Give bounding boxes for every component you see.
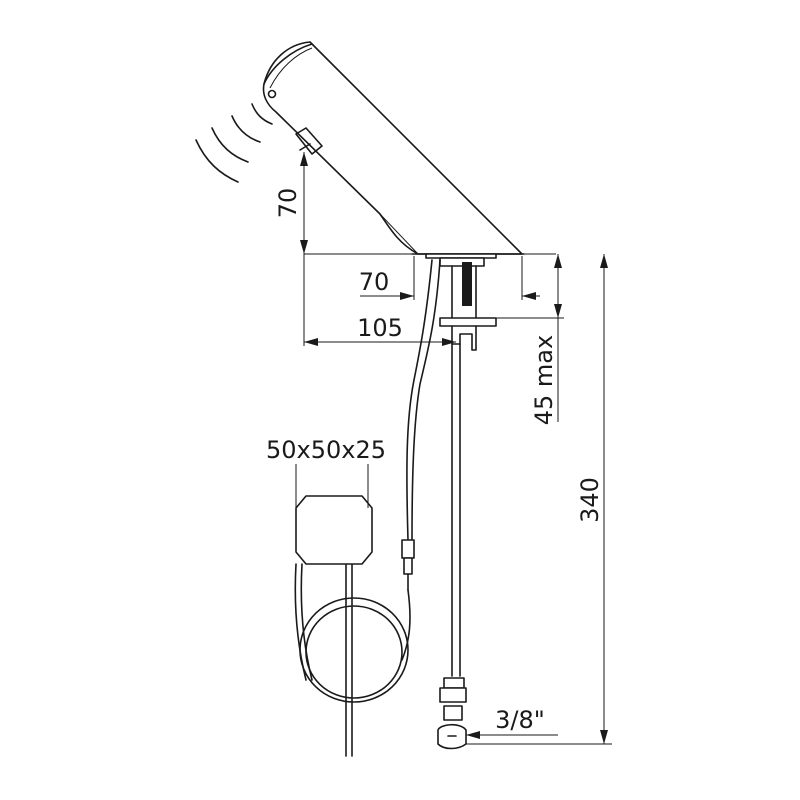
dimension-sensor-height: 70: [274, 152, 556, 346]
dimension-overall-reach: 105: [304, 314, 456, 346]
supply-hose: [437, 343, 467, 750]
label-spout-reach: 70: [359, 268, 390, 296]
control-box: [294, 495, 373, 681]
label-total-height: 340: [576, 477, 604, 523]
dimension-box-size: 50x50x25: [266, 436, 386, 508]
faucet-body: [262, 41, 523, 255]
dimension-total-height: 340: [466, 254, 612, 745]
threaded-shank: [439, 257, 497, 351]
label-box-size: 50x50x25: [266, 436, 386, 464]
dimension-connection: 3/8": [466, 706, 558, 739]
label-deck-thickness: 45 max: [530, 335, 558, 425]
label-connection: 3/8": [495, 706, 545, 734]
dimension-spout-reach: 70: [359, 256, 540, 300]
sensor-icon: [295, 127, 323, 155]
sensor-waves-icon: [195, 103, 273, 183]
label-sensor-height: 70: [274, 188, 302, 219]
label-overall-reach: 105: [357, 314, 403, 342]
dimension-deck-thickness: 45 max: [496, 254, 564, 425]
